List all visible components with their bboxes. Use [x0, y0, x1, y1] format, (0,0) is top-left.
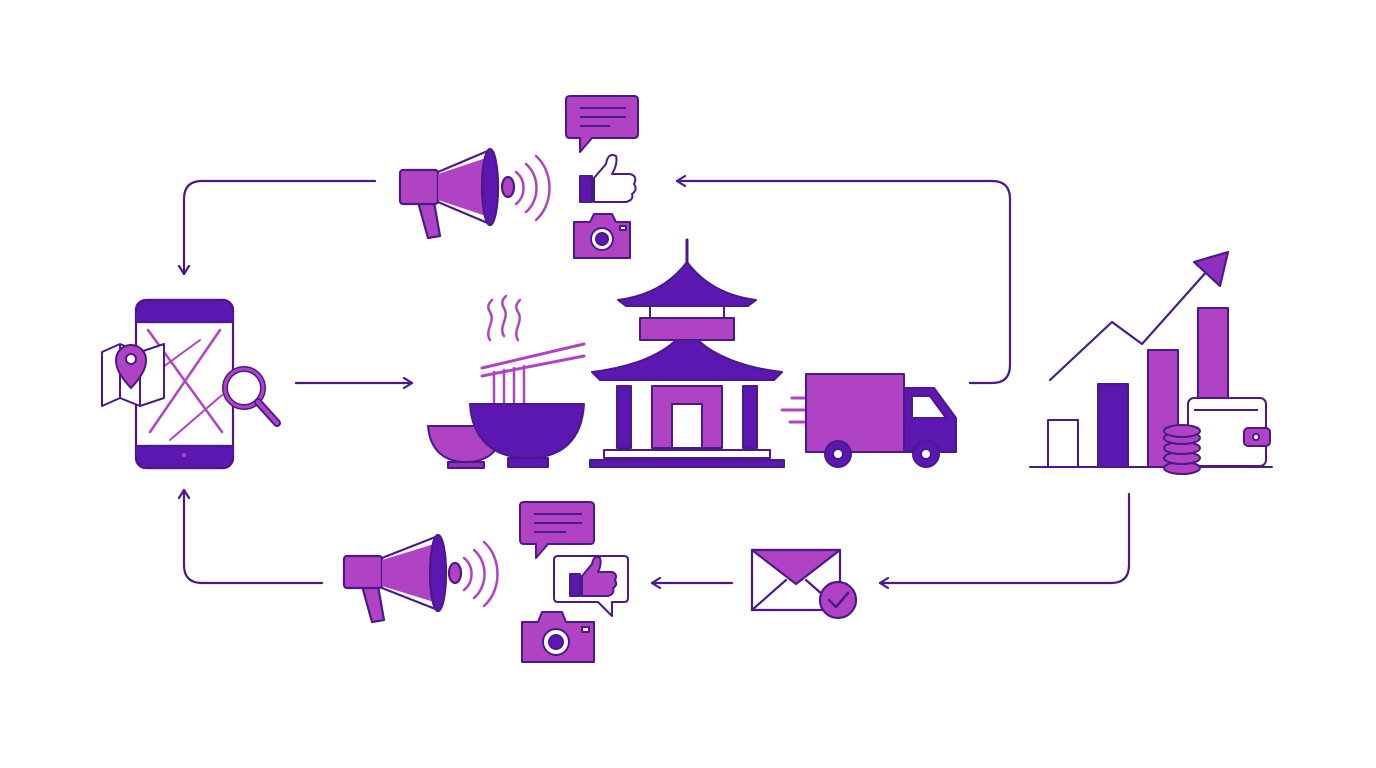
trend-arrow-icon [1048, 250, 1230, 382]
thumbs-up-icon [579, 154, 637, 203]
envelope-check-icon [750, 548, 858, 620]
noodle-bowl-icon [469, 294, 586, 468]
magnifier-icon [222, 366, 281, 427]
growth-bar-chart-icon [1029, 307, 1273, 468]
top-left-arrow [184, 179, 377, 276]
flow-arrows [184, 179, 1131, 585]
chat-bubble-icon [565, 95, 639, 153]
thumbs-up-icon [553, 555, 629, 617]
megaphone-icon [398, 147, 551, 240]
camera-icon [521, 611, 595, 663]
camera-icon [573, 213, 631, 259]
right-bottom-arrow [878, 492, 1131, 583]
left-bottom-arrow [184, 488, 324, 585]
top-right-arrow [675, 181, 1012, 385]
delivery-truck-icon [780, 373, 957, 468]
pagoda-restaurant-icon [589, 238, 785, 468]
coins-icon [1163, 424, 1201, 475]
location-pin-icon [114, 344, 148, 390]
chat-bubble-icon [519, 501, 595, 559]
megaphone-icon [342, 533, 499, 624]
